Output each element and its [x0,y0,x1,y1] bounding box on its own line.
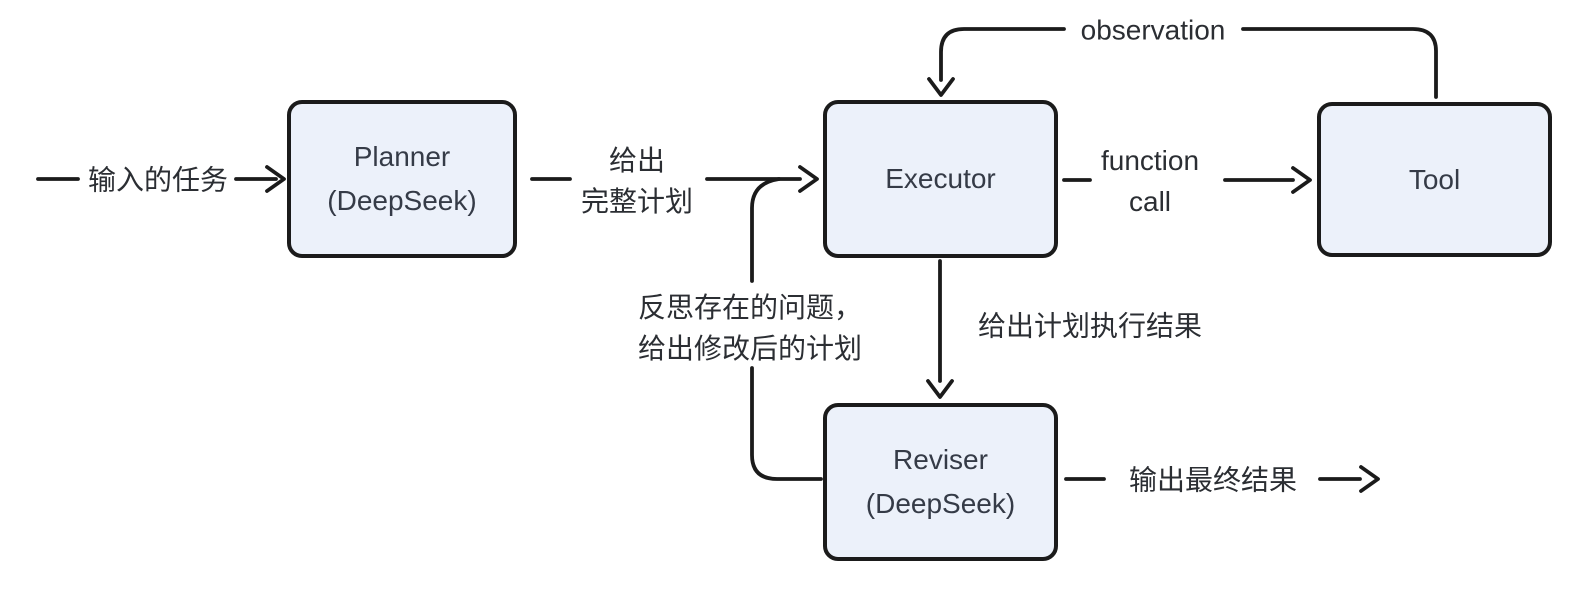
tool-node: Tool [1317,102,1552,257]
give-full-plan-label: 给出 完整计划 [581,140,693,222]
reflect-revise-line2: 给出修改后的计划 [637,333,863,364]
planner-subtitle: (DeepSeek) [327,185,477,216]
planner-node: Planner (DeepSeek) [287,100,517,258]
observation-label: observation [1080,14,1226,46]
arrowhead-final-output [1359,465,1380,493]
reflect-revise-line1: 反思存在的问题， [637,292,863,323]
edge-observation-right [1241,27,1438,99]
reflect-revise-label: 反思存在的问题， 给出修改后的计划 [638,287,862,369]
function-call-line1: function [1100,145,1200,176]
give-full-plan-line1: 给出 [608,145,666,176]
arrowhead-into-executor [798,165,819,193]
edge-observation-left [939,27,1066,82]
function-call-label: function call [1101,140,1199,222]
arrowhead-into-planner [265,165,286,193]
reviser-node: Reviser (DeepSeek) [823,403,1058,561]
edge-feedback-upper [750,177,781,283]
executor-title: Executor [885,163,996,194]
executor-node: Executor [823,100,1058,258]
arrowhead-into-tool [1291,166,1312,194]
give-full-plan-line2: 完整计划 [580,186,694,217]
arrowhead-into-reviser [926,379,954,399]
planner-title: Planner [353,141,451,172]
tool-title: Tool [1408,163,1461,195]
arrowhead-observation-into-executor [927,77,955,97]
edge-feedback-lower [750,366,823,481]
reviser-title: Reviser [893,444,988,475]
input-task-label: 输入的任务 [87,164,229,196]
final-output-label: 输出最终结果 [1128,464,1298,496]
execution-result-label: 给出计划执行结果 [977,310,1203,342]
function-call-line2: call [1128,186,1172,217]
reviser-subtitle: (DeepSeek) [865,488,1016,519]
